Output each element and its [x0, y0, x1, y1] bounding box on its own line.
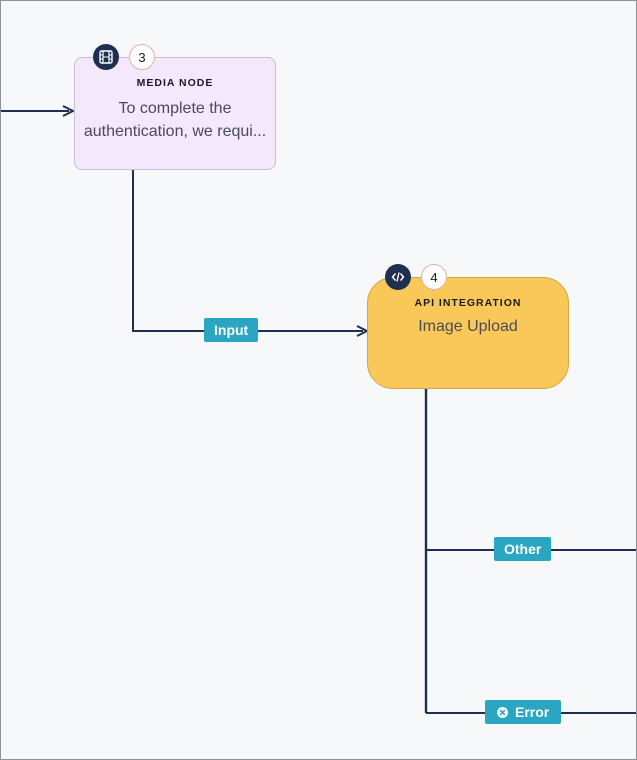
node-text-line-1: To complete the	[118, 100, 232, 117]
incoming-arrowhead	[62, 105, 76, 117]
film-icon	[93, 44, 119, 70]
edge-label-other[interactable]: Other	[494, 537, 552, 561]
node-text: Image Upload	[418, 318, 518, 335]
api-integration-node[interactable]: API INTEGRATION Image Upload	[367, 277, 569, 389]
media-to-api-connector	[132, 170, 363, 332]
edge-label-error[interactable]: Error	[485, 700, 562, 724]
error-x-icon	[497, 706, 508, 718]
step-number-badge: 3	[129, 44, 155, 70]
edge-label-text: Other	[504, 541, 542, 557]
edge-label-text: Input	[214, 322, 249, 338]
node-text-line-2: authentication, we requi...	[83, 123, 267, 140]
node-type-label: MEDIA NODE	[136, 77, 214, 89]
step-number-badge: 4	[421, 264, 447, 290]
media-node[interactable]: MEDIA NODE To complete the authenticatio…	[74, 57, 276, 170]
node-type-label: API INTEGRATION	[414, 297, 522, 309]
edge-label-input[interactable]: Input	[204, 318, 259, 342]
edge-label-text: Error	[515, 704, 550, 720]
code-icon	[385, 264, 411, 290]
